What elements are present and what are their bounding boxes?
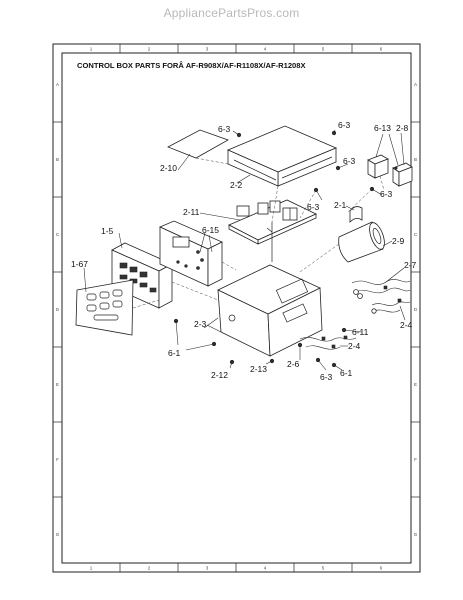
grid-letter-d-right: D xyxy=(414,307,418,312)
grid-letter-g-right: G xyxy=(414,532,418,537)
grid-letter-e-right: E xyxy=(414,382,417,387)
part-2-7-wire-harness xyxy=(351,279,411,299)
callout-6-15: 6-15 xyxy=(202,225,219,235)
callout-6-3-top-right: 6-3 xyxy=(338,120,351,130)
part-2-3-housing xyxy=(217,222,323,357)
callout-2-4-lower: 2-4 xyxy=(348,341,361,351)
callout-leader-lines xyxy=(83,129,406,371)
part-2-4-lower-wires xyxy=(299,335,357,350)
grid-number-2-bottom: 2 xyxy=(148,566,151,571)
grid-number-6-bottom: 6 xyxy=(380,566,383,571)
grid-number-6-top: 6 xyxy=(380,47,383,52)
part-2-8-bracket xyxy=(392,162,413,187)
grid-letter-d-left: D xyxy=(56,307,60,312)
grid-number-1-bottom: 1 xyxy=(90,566,93,571)
callout-2-9: 2-9 xyxy=(392,236,405,246)
part-2-4-wire-harness xyxy=(371,298,411,314)
grid-number-5-top: 5 xyxy=(322,47,325,52)
grid-ticks xyxy=(53,44,420,572)
grid-letter-b-right: B xyxy=(414,157,417,162)
callout-6-1-left: 6-1 xyxy=(168,348,181,358)
outer-frame xyxy=(52,43,421,573)
part-1-5-display-panel xyxy=(111,242,173,309)
callout-2-2: 2-2 xyxy=(230,180,243,190)
diagram-title: CONTROL BOX PARTS FORÂ AF-R908X/AF-R1108… xyxy=(77,61,306,70)
assembly-dashed-lines xyxy=(132,157,385,309)
callout-6-3-bottom: 6-3 xyxy=(320,372,333,382)
grid-letter-a-right: A xyxy=(414,82,417,87)
callout-2-6: 2-6 xyxy=(287,359,300,369)
part-2-2-top-cover xyxy=(226,125,338,187)
grid-number-2-top: 2 xyxy=(148,47,151,52)
inner-frame xyxy=(61,52,412,564)
callout-6-3-board: 6-3 xyxy=(307,202,320,212)
callout-6-13: 6-13 xyxy=(374,123,391,133)
callout-2-10: 2-10 xyxy=(160,163,177,173)
watermark: AppliancePartsPros.com xyxy=(163,6,300,20)
grid-number-1-top: 1 xyxy=(90,47,93,52)
callout-6-1-right: 6-1 xyxy=(340,368,353,378)
part-6-13-relay xyxy=(367,154,389,179)
callout-2-7: 2-7 xyxy=(404,260,417,270)
callout-2-12: 2-12 xyxy=(211,370,228,380)
callout-2-11: 2-11 xyxy=(183,207,200,217)
callout-2-1: 2-1 xyxy=(334,200,347,210)
callout-2-8: 2-8 xyxy=(396,123,409,133)
callout-2-4-right: 2-4 xyxy=(400,320,413,330)
callout-2-3: 2-3 xyxy=(194,319,207,329)
grid-letter-f-right: F xyxy=(414,457,417,462)
part-1-67-overlay xyxy=(75,279,134,336)
callout-1-5: 1-5 xyxy=(101,226,114,236)
grid-number-5-bottom: 5 xyxy=(322,566,325,571)
grid-letter-c-left: C xyxy=(56,232,60,237)
part-2-9-capacitor xyxy=(338,221,385,263)
grid-number-3-top: 3 xyxy=(206,47,209,52)
callout-6-3-side: 6-3 xyxy=(343,156,356,166)
part-2-11-control-board xyxy=(228,199,317,245)
grid-letter-g-left: G xyxy=(56,532,60,537)
callout-6-3-cover-screw: 6-3 xyxy=(218,124,231,134)
callout-2-13: 2-13 xyxy=(250,364,267,374)
grid-letter-b-left: B xyxy=(56,157,59,162)
grid-letter-e-left: E xyxy=(56,382,59,387)
grid-letter-a-left: A xyxy=(56,82,59,87)
callout-1-67: 1-67 xyxy=(71,259,88,269)
grid-number-3-bottom: 3 xyxy=(206,566,209,571)
part-2-10-sheet xyxy=(167,129,229,159)
callout-6-11: 6-11 xyxy=(352,327,369,337)
part-2-1-strap xyxy=(349,206,363,223)
callout-6-3-bracket: 6-3 xyxy=(380,189,393,199)
grid-number-4-top: 4 xyxy=(264,47,267,52)
grid-number-4-bottom: 4 xyxy=(264,566,267,571)
part-6-15-pcb xyxy=(159,220,223,287)
grid-letter-c-right: C xyxy=(414,232,418,237)
grid-letter-f-left: F xyxy=(56,457,59,462)
